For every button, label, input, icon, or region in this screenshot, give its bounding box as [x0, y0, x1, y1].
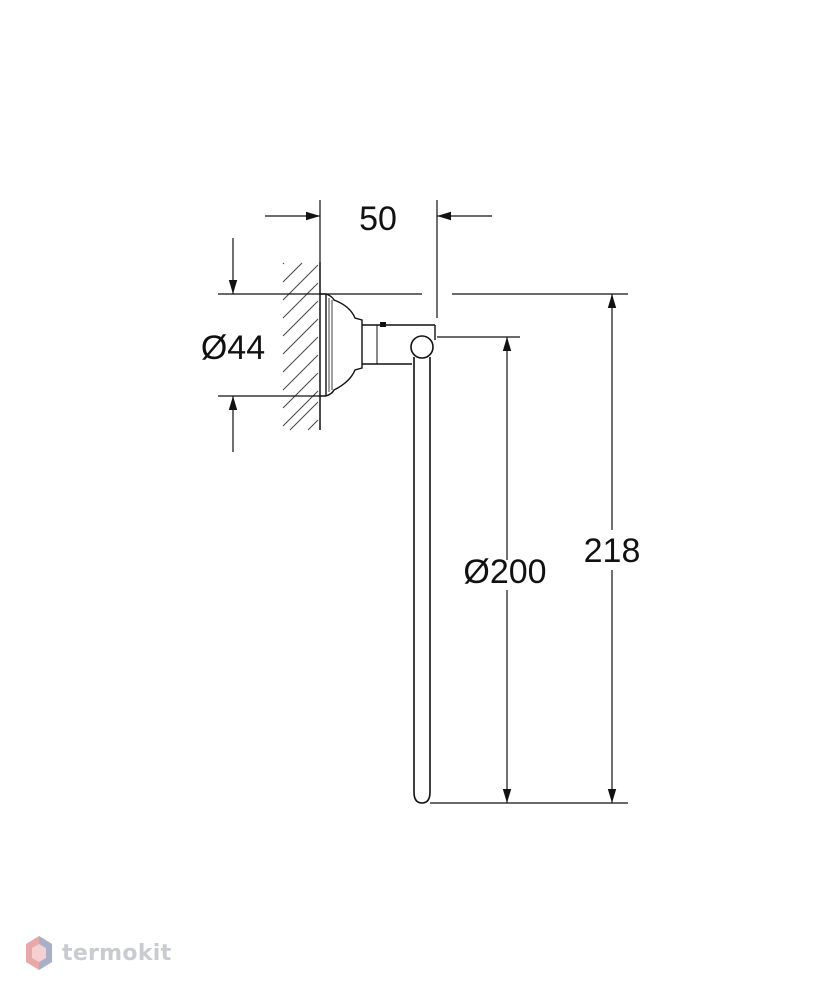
- towel-ring: [410, 335, 434, 804]
- termokit-logo-icon: [26, 936, 52, 970]
- watermark-text: termokit: [62, 940, 172, 966]
- rosette: [320, 293, 363, 397]
- wall: [282, 262, 321, 431]
- wall-hatching: [282, 262, 319, 431]
- arm: [362, 322, 436, 365]
- ring-diameter-label: Ø200: [463, 553, 546, 591]
- extension-lines: [218, 200, 628, 804]
- watermark: termokit: [24, 934, 171, 972]
- total-height-label: 218: [584, 532, 641, 570]
- projection-label: 50: [359, 200, 397, 238]
- rosette-diameter-label: Ø44: [201, 329, 265, 367]
